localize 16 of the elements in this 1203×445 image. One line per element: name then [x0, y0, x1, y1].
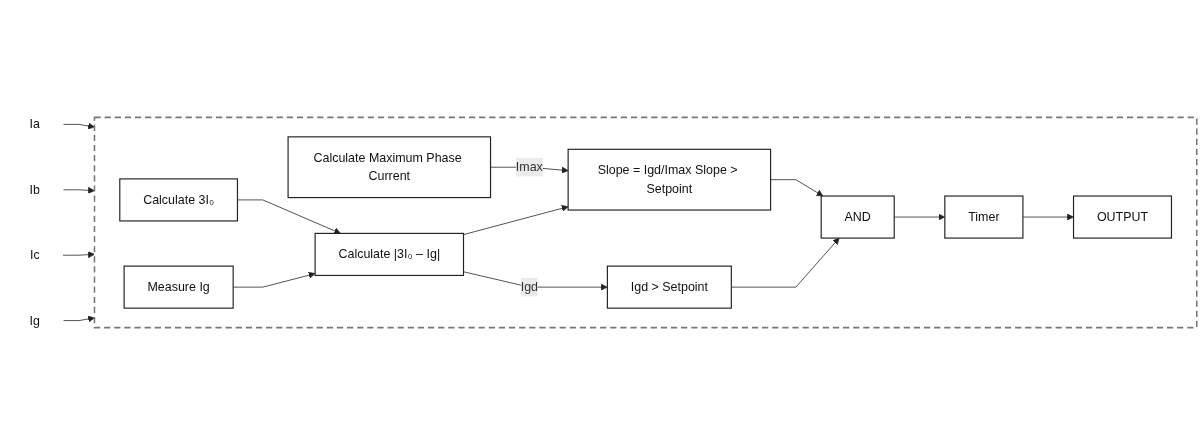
node-box: Slope = Igd/Imax Slope > Setpoint: [567, 148, 772, 211]
cluster: [93, 116, 1198, 329]
node-box: Calculate |3I₀ – Ig|: [314, 232, 465, 277]
edge-label: Imax: [515, 160, 543, 174]
node-box: Calculate Maximum Phase Current: [287, 136, 492, 199]
node-box: Timer: [944, 195, 1024, 239]
node-box: Calculate 3I₀: [119, 178, 239, 222]
node-box: AND: [820, 195, 895, 239]
node-box: OUTPUT: [1072, 195, 1173, 239]
node-text: Ib: [29, 182, 40, 197]
node-text: Ic: [29, 248, 40, 262]
node-box: Measure Ig: [123, 265, 234, 309]
node-text: Ia: [29, 117, 40, 131]
node-text: Ig: [29, 313, 40, 327]
edge-label: Igd: [520, 280, 538, 294]
node-box: Igd > Setpoint: [606, 265, 732, 309]
